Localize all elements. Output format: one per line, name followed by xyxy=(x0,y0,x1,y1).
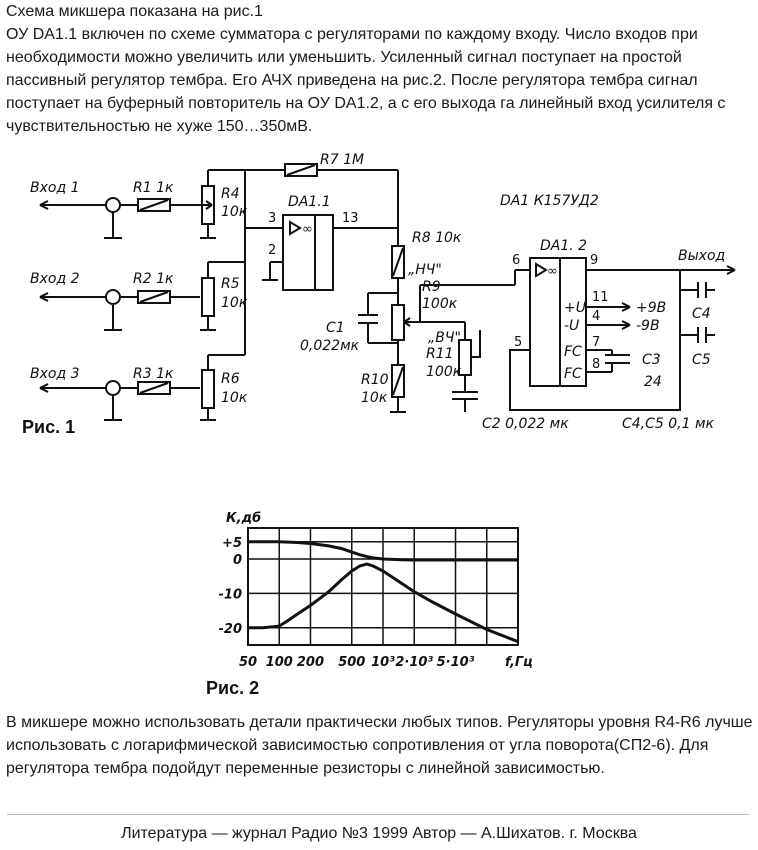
r6-label: R6 xyxy=(221,371,240,387)
input-3-label: Вход 3 xyxy=(30,366,80,382)
vch-label: „ВЧ" xyxy=(428,330,461,346)
chart-curves xyxy=(248,540,519,643)
r4-label: R4 xyxy=(221,186,240,202)
x-axis-label: f,Гц xyxy=(505,655,533,670)
r6-value: 10к xyxy=(221,390,248,406)
output-label: Выход xyxy=(678,248,725,264)
y-tick-label: -20 xyxy=(219,622,243,637)
reference-line: Литература — журнал Радио №3 1999 Автор … xyxy=(121,825,637,842)
r5-label: R5 xyxy=(221,276,240,292)
input-2-label: Вход 2 xyxy=(30,271,80,287)
c3-label: C3 xyxy=(642,352,661,368)
r10-label: R10 xyxy=(361,372,389,388)
x-tick-label: 100 xyxy=(266,655,293,670)
c4-c5-value: C4,C5 0,1 мк xyxy=(622,416,715,432)
pin-6: 6 xyxy=(512,253,520,268)
x-tick-label: 5·10³ xyxy=(437,655,475,670)
r10-value: 10к xyxy=(361,390,388,406)
da1-1-opamp: ∞ xyxy=(245,163,399,291)
pin-11: 11 xyxy=(592,290,609,305)
level-potentiometers xyxy=(200,169,246,421)
c5-label: C5 xyxy=(692,352,711,368)
c1-value: 0,022мк xyxy=(300,338,360,354)
r11-label: R11 xyxy=(426,346,454,362)
r1-label: R1 1к xyxy=(133,180,174,196)
minus-9v-label: -9В xyxy=(636,318,660,334)
da1-1-label: DA1.1 xyxy=(288,194,331,210)
pin-9: 9 xyxy=(590,253,598,268)
nch-label: „НЧ" xyxy=(408,262,442,278)
input-jacks xyxy=(39,197,122,421)
tone-control xyxy=(358,220,515,413)
mixer-schematic: Вход 1 Вход 2 Вход 3 R1 1к R2 1к R3 1к xyxy=(22,152,736,437)
r5-value: 10к xyxy=(221,295,248,311)
x-tick-label: 200 xyxy=(297,655,324,670)
chart-grid xyxy=(247,527,519,646)
y-tick-label: -10 xyxy=(219,587,243,602)
y-axis-label: К,дб xyxy=(226,511,261,526)
svg-text:∞: ∞ xyxy=(302,222,313,237)
c3-value: 24 xyxy=(644,374,662,390)
x-tick-label: 10³ xyxy=(371,655,395,670)
fig-2-label: Рис. 2 xyxy=(206,678,259,698)
series-line-2 xyxy=(248,562,519,643)
pin-5: 5 xyxy=(514,335,522,350)
input-1-label: Вход 1 xyxy=(30,180,80,196)
r2-label: R2 1к xyxy=(133,271,174,287)
r7-label: R7 1М xyxy=(320,152,364,168)
pin-13: 13 xyxy=(342,211,359,226)
da1-title: DA1 К157УД2 xyxy=(500,193,599,209)
pin-4: 4 xyxy=(592,309,600,324)
c4-label: C4 xyxy=(692,306,711,322)
r9-value: 100к xyxy=(422,296,458,312)
divider xyxy=(7,814,749,815)
intro-title: Схема микшера показана на рис.1 xyxy=(6,3,263,20)
y-tick-label: 0 xyxy=(233,553,242,568)
r3-label: R3 1к xyxy=(133,366,174,382)
plus-u-label: +U xyxy=(564,300,586,316)
pin-2: 2 xyxy=(268,243,276,258)
fig-1-label: Рис. 1 xyxy=(22,417,75,437)
c1-label: C1 xyxy=(326,320,345,336)
r8-label: R8 10к xyxy=(412,230,462,246)
y-tick-label: +5 xyxy=(222,536,242,551)
y-tick-labels: +5 0 -10 -20 xyxy=(219,536,243,637)
outro-paragraph: В микшере можно использовать детали прак… xyxy=(6,714,753,777)
da1-2-opamp: ∞ xyxy=(509,257,736,411)
r4-value: 10к xyxy=(221,204,248,220)
series-line-1 xyxy=(248,540,518,562)
input-resistors xyxy=(120,198,200,395)
pin-3: 3 xyxy=(268,211,276,226)
pin-8: 8 xyxy=(592,357,600,372)
c2-label: C2 0,022 мк xyxy=(482,416,569,432)
minus-u-label: -U xyxy=(564,318,579,334)
pin-7: 7 xyxy=(592,335,600,350)
intro-paragraph: ОУ DA1.1 включен по схеме сумматора с ре… xyxy=(6,26,726,135)
x-tick-label: 500 xyxy=(338,655,365,670)
x-tick-label: 2·10³ xyxy=(395,655,433,670)
r9-label: R9 xyxy=(422,279,441,295)
fc-label-2: FC xyxy=(564,366,582,382)
da1-2-label: DA1. 2 xyxy=(540,238,587,254)
svg-text:∞: ∞ xyxy=(547,264,558,279)
r11-value: 100к xyxy=(426,364,462,380)
fc-label-1: FC xyxy=(564,344,582,360)
x-tick-label: 50 xyxy=(239,655,257,670)
plus-9v-label: +9В xyxy=(636,300,666,316)
